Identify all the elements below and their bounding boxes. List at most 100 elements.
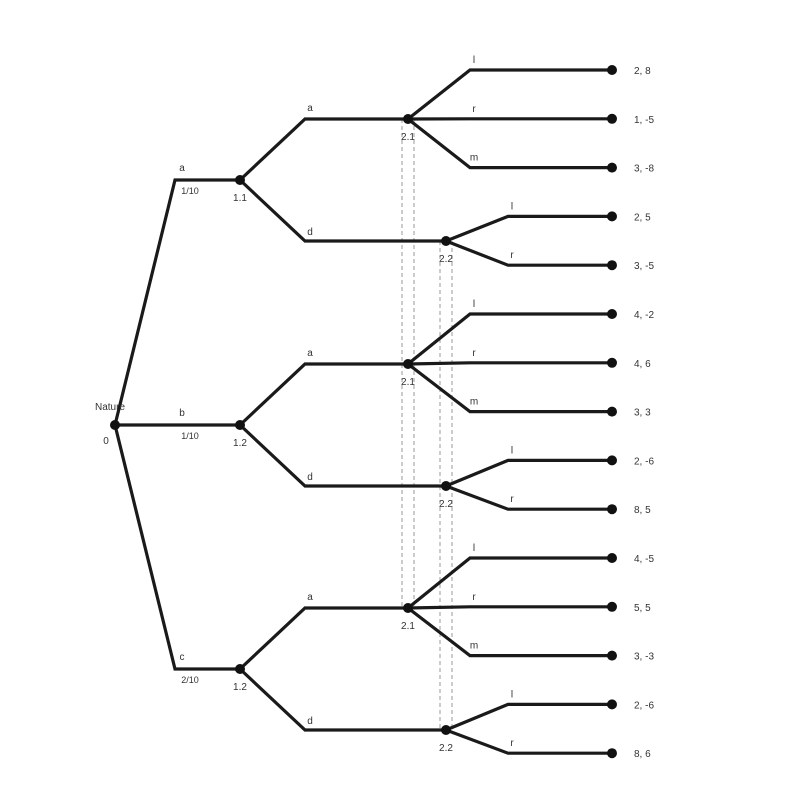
nature-action-label: b — [179, 408, 185, 419]
player2-action-label: m — [470, 153, 478, 164]
payoff-label: 1, -5 — [634, 115, 654, 126]
player2-node-label: 2.1 — [401, 132, 415, 143]
nature-probability-label: 1/10 — [181, 186, 199, 196]
leaf-node — [607, 650, 617, 661]
player2-edge-l — [444, 458, 614, 488]
payoff-label: 3, -3 — [634, 652, 654, 663]
nature-edge-c — [113, 423, 242, 671]
player2-edge-r — [444, 484, 614, 511]
player1-node — [235, 420, 245, 430]
player1-node — [235, 664, 245, 674]
player2-action-label: r — [510, 494, 514, 505]
leaf-node — [607, 357, 617, 368]
player2-edge-m — [406, 606, 614, 658]
player2-action-label: l — [511, 201, 513, 212]
player2-action-label: m — [470, 397, 478, 408]
player2-action-label: r — [510, 250, 514, 261]
player2-node-label: 2.1 — [401, 377, 415, 388]
player1-action-label: a — [307, 348, 313, 359]
tree-labels: Nature 0 a 1/10 1.1 a d 2.1 2.2 l r m l r b 1/10 1.2 a d… — [95, 55, 654, 760]
player2-action-label: l — [511, 689, 513, 700]
payoff-label: 2, 8 — [634, 66, 651, 77]
player1-edge-d — [238, 178, 448, 243]
player2-edge-m — [406, 117, 614, 170]
player1-node-label: 1.2 — [233, 438, 247, 449]
leaf-node — [607, 553, 617, 563]
root-player-label: Nature — [95, 402, 125, 413]
player2-node-label: 2.2 — [439, 499, 453, 510]
player2-node — [441, 481, 451, 491]
leaf-node — [607, 601, 617, 612]
player2-node — [441, 725, 451, 735]
leaf-node — [607, 309, 617, 319]
payoff-label: 4, -5 — [634, 554, 654, 565]
player2-action-label: l — [473, 55, 475, 66]
player2-node-label: 2.1 — [401, 621, 415, 632]
player2-action-label: l — [473, 299, 475, 310]
leaf-node — [607, 699, 617, 710]
player1-action-label: a — [307, 592, 313, 603]
player2-action-label: r — [472, 348, 476, 359]
payoff-label: 2, 5 — [634, 212, 651, 223]
player2-action-label: l — [511, 445, 513, 456]
information-set-lines — [401, 119, 453, 730]
nature-probability-label: 2/10 — [181, 675, 199, 685]
player1-edge-d — [238, 423, 448, 488]
player2-action-label: m — [470, 641, 478, 652]
player2-node — [403, 603, 413, 613]
player1-node — [235, 175, 245, 185]
player2-edge-r — [406, 361, 614, 366]
player1-action-label: d — [307, 227, 313, 238]
player2-edge-l — [444, 214, 614, 243]
player2-edge-l — [406, 68, 614, 121]
player2-node-label: 2.2 — [439, 743, 453, 754]
root-node-label: 0 — [103, 436, 109, 447]
payoff-label: 2, -6 — [634, 700, 654, 711]
player2-action-label: r — [472, 592, 476, 603]
player1-node-label: 1.2 — [233, 682, 247, 693]
player1-edge-a — [238, 117, 410, 182]
root-node — [110, 420, 120, 430]
payoff-label: 4, 6 — [634, 359, 651, 370]
player2-action-label: r — [472, 104, 476, 115]
player1-action-label: a — [307, 103, 313, 114]
tree-nodes — [110, 65, 617, 759]
player2-edge-r — [406, 605, 614, 610]
leaf-node — [607, 65, 617, 75]
payoff-label: 4, -2 — [634, 310, 654, 321]
tree-edges — [113, 68, 614, 755]
player2-node — [441, 236, 451, 246]
payoff-label: 8, 6 — [634, 749, 651, 760]
nature-action-label: a — [179, 163, 185, 174]
player2-edge-l — [444, 702, 614, 732]
leaf-node — [607, 162, 617, 173]
payoff-label: 2, -6 — [634, 456, 654, 467]
leaf-node — [607, 455, 617, 466]
player2-edge-m — [406, 362, 614, 414]
player2-edge-l — [406, 556, 614, 610]
payoff-label: 8, 5 — [634, 505, 651, 516]
player2-edge-l — [406, 312, 614, 366]
leaf-node — [607, 113, 617, 124]
player1-action-label: d — [307, 716, 313, 727]
player2-action-label: l — [473, 543, 475, 554]
nature-action-label: c — [180, 652, 185, 663]
player2-action-label: r — [510, 738, 514, 749]
payoff-label: 3, -8 — [634, 164, 654, 175]
player2-node — [403, 359, 413, 369]
payoff-label: 3, -5 — [634, 261, 654, 272]
player2-node-label: 2.2 — [439, 254, 453, 265]
payoff-label: 3, 3 — [634, 408, 651, 419]
leaf-node — [607, 211, 617, 222]
player1-node-label: 1.1 — [233, 193, 247, 204]
nature-probability-label: 1/10 — [181, 431, 199, 441]
player2-edge-r — [444, 239, 614, 267]
leaf-node — [607, 504, 617, 515]
payoff-label: 5, 5 — [634, 603, 651, 614]
leaf-node — [607, 260, 617, 271]
leaf-node — [607, 406, 617, 417]
player1-action-label: d — [307, 472, 313, 483]
player1-edge-a — [238, 362, 410, 427]
nature-edge-a — [113, 178, 242, 427]
